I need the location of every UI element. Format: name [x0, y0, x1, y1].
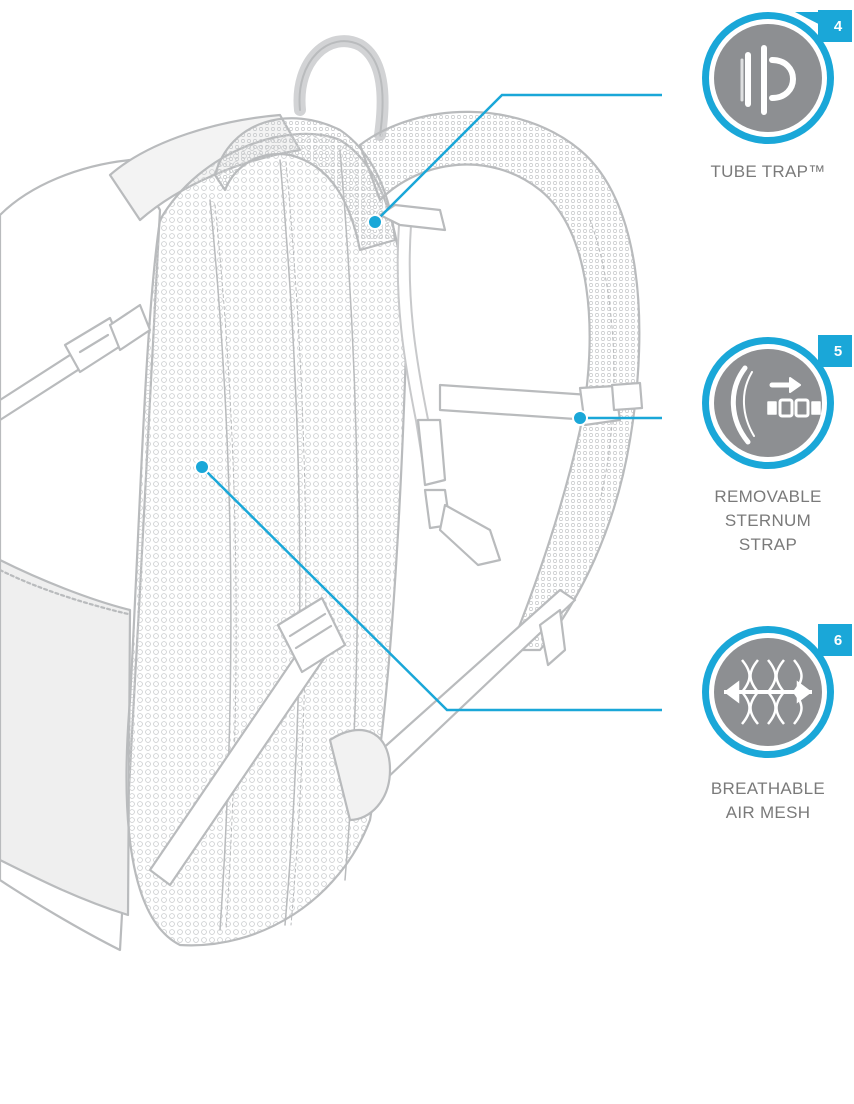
- right-shoulder-strap: [358, 110, 641, 652]
- strap-adjuster: [538, 608, 567, 667]
- tube-trap-clip: [378, 203, 447, 232]
- callout-dot-tube-trap: [367, 214, 383, 230]
- callout-lines: [201, 93, 662, 712]
- feature-badge-sternum-strap: 5: [702, 335, 852, 469]
- feature-badge-tube-trap: 4: [702, 10, 852, 144]
- feature-number: 6: [834, 632, 842, 649]
- left-shoulder-strap: [213, 117, 397, 252]
- feature-label-sternum-strap: REMOVABLE STERNUM STRAP: [714, 487, 822, 554]
- back-panel: [125, 132, 407, 947]
- callout-dot-air-mesh: [194, 459, 210, 475]
- waist-buckle: [276, 596, 347, 674]
- bite-valve: [438, 503, 502, 567]
- callout-dots: [194, 214, 588, 475]
- backpack-illustration: [0, 35, 644, 952]
- feature-badge-air-mesh: 6: [702, 624, 852, 758]
- feature-number: 5: [834, 343, 842, 360]
- sternum-strap-icon: [730, 365, 821, 445]
- side-panel: [0, 558, 132, 917]
- feature-number: 4: [834, 18, 843, 35]
- feature-label-tube-trap: TUBE TRAP™: [710, 162, 826, 181]
- tube-trap-icon: [740, 45, 796, 115]
- callout-dot-sternum-strap: [572, 410, 588, 426]
- air-mesh-icon: [723, 659, 813, 725]
- feature-label-air-mesh: BREATHABLE AIR MESH: [710, 779, 826, 822]
- callout-line-tube-trap: [374, 93, 662, 223]
- callout-line-air-mesh: [201, 466, 662, 712]
- sternum-strap: [438, 383, 592, 422]
